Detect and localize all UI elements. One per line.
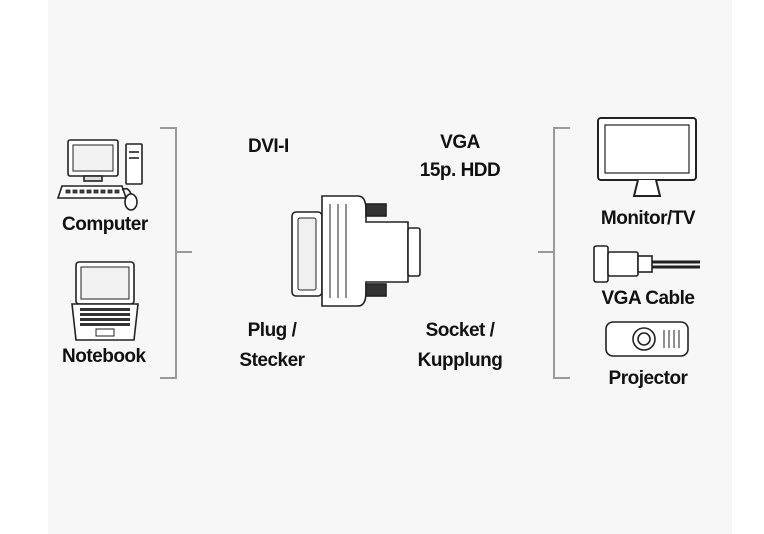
dvi-vga-adapter-icon [291, 195, 421, 307]
projector-label: Projector [608, 368, 688, 389]
notebook-icon [71, 261, 139, 341]
right-bracket [538, 127, 570, 379]
vga-connector-label-line1: VGA [440, 132, 480, 153]
vga-cable-label: VGA Cable [601, 288, 696, 309]
dvi-type-label-line2: Stecker [239, 350, 305, 371]
computer-label: Computer [62, 214, 148, 235]
monitor-icon [597, 117, 697, 197]
vga-cable-icon [593, 245, 700, 283]
left-bracket [160, 127, 192, 379]
dvi-type-label-line1: Plug / [247, 320, 297, 341]
monitor-label: Monitor/TV [600, 208, 696, 229]
vga-type-label-line2: Kupplung [417, 350, 503, 371]
desktop-computer-icon [56, 139, 143, 211]
dvi-connector-label: DVI-I [248, 136, 289, 157]
notebook-label: Notebook [62, 346, 146, 367]
vga-type-label-line1: Socket / [425, 320, 495, 341]
projector-icon [605, 321, 689, 357]
vga-connector-label-line2: 15p. HDD [419, 160, 501, 181]
